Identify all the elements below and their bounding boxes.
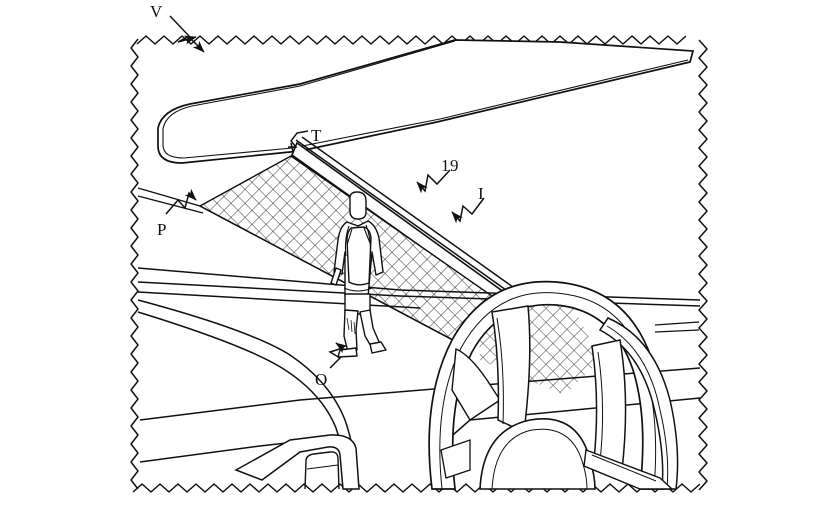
control-stalk xyxy=(583,449,674,490)
torn-frame-border xyxy=(130,35,708,493)
steering-wheel xyxy=(428,280,679,490)
dashboard-vent xyxy=(234,434,360,490)
right-side-trim xyxy=(654,321,700,333)
reference-label-O: O xyxy=(315,370,328,389)
reference-label-P: P xyxy=(157,220,167,239)
instrument-cluster xyxy=(479,418,596,490)
reference-label-I: I xyxy=(478,184,485,203)
pedestrian-figure xyxy=(330,191,387,358)
leader-lines xyxy=(165,15,485,369)
reference-label-V: V xyxy=(150,2,163,21)
reference-label-T: T xyxy=(311,126,322,145)
reference-label-19: 19 xyxy=(441,156,459,175)
